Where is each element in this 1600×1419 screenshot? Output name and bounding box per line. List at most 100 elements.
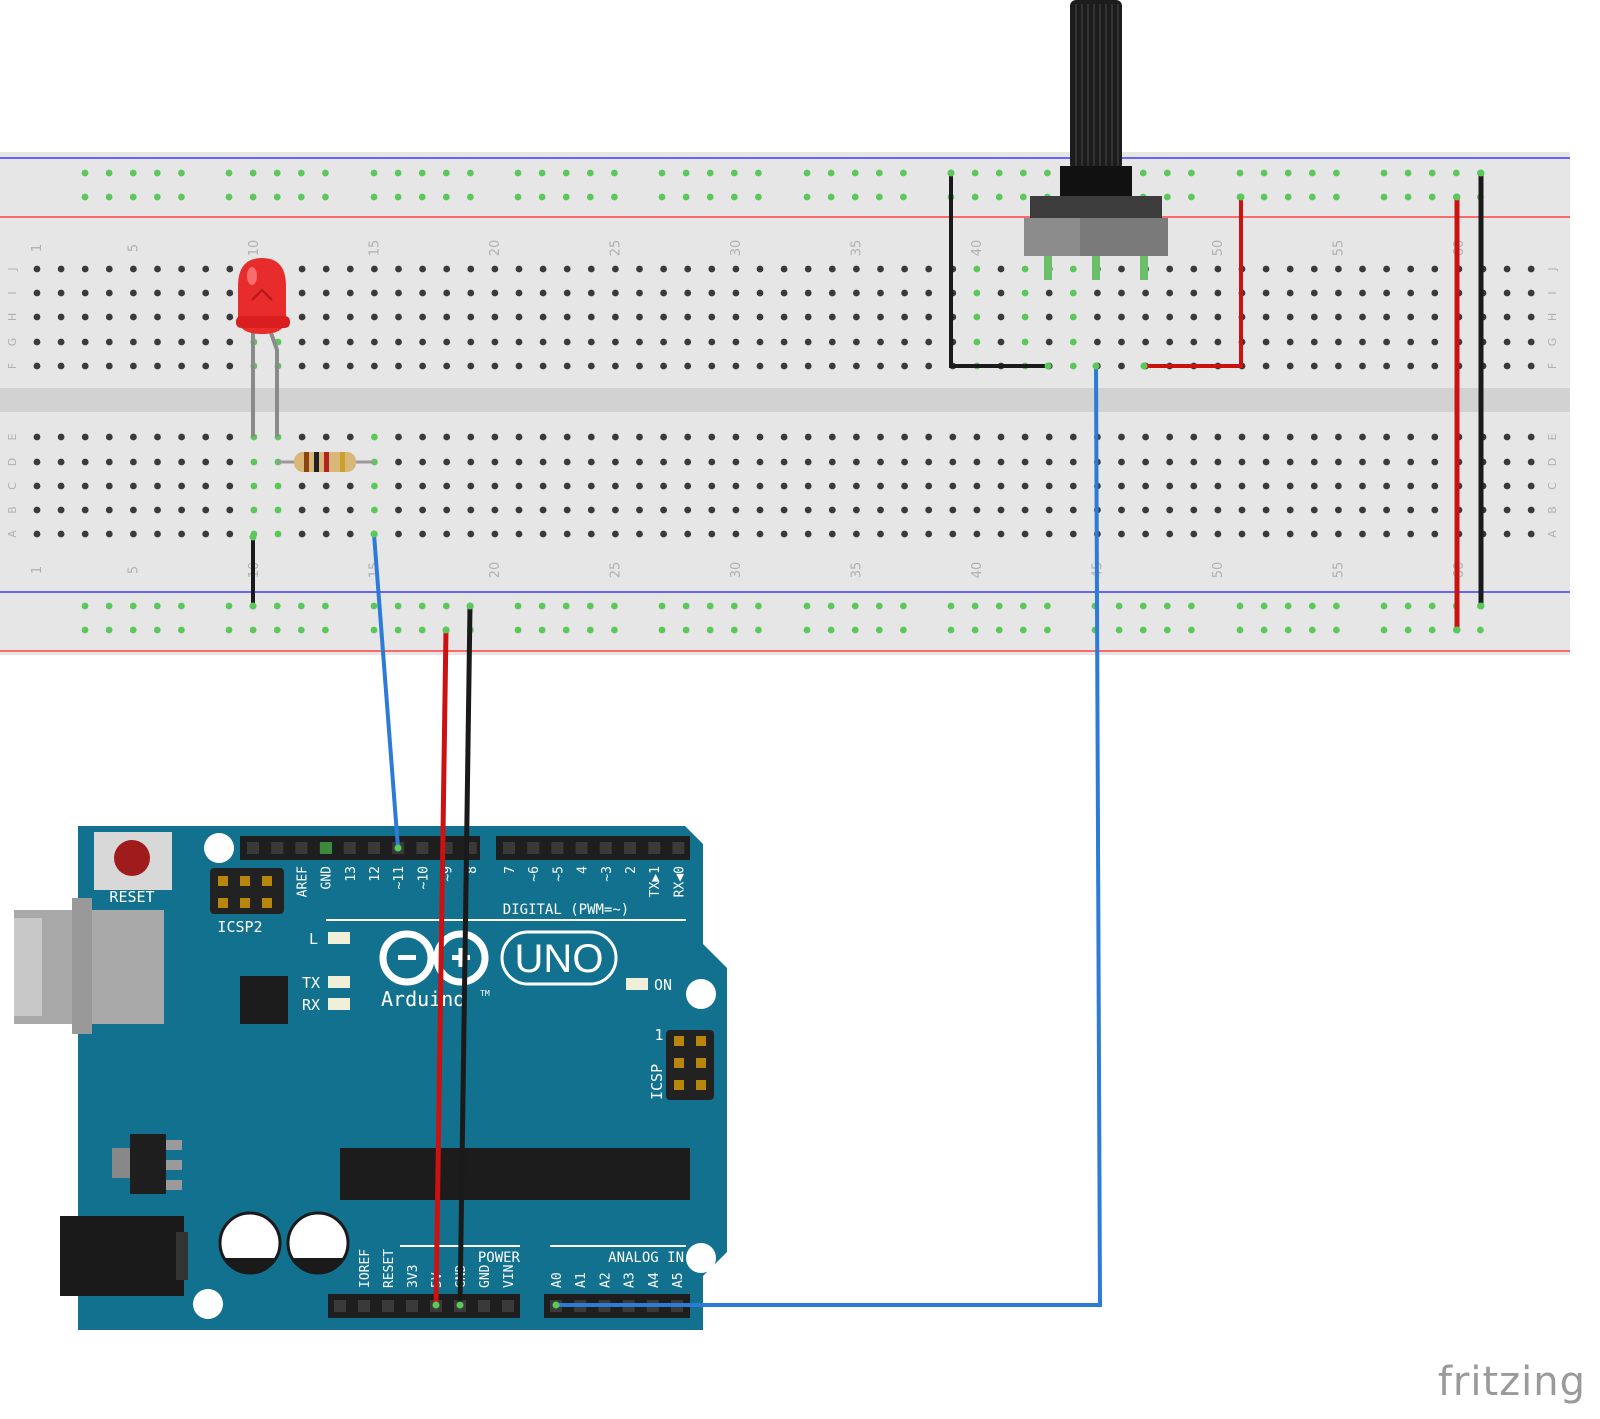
breadboard-hole [371,338,378,346]
wire-5v-to-rail [433,629,449,1306]
breadboard-hole [105,506,113,514]
breadboard-hole [1310,530,1318,538]
wire-endpoint [432,1301,440,1309]
breadboard-hole [828,530,836,538]
breadboard-hole [1407,482,1415,490]
power-rail-hole [1188,193,1195,201]
breadboard-hole [563,482,571,490]
breadboard-hole [828,433,836,441]
breadboard-hole [587,506,595,514]
breadboard-hole [1190,530,1198,538]
power-rail-hole [875,626,883,634]
breadboard-hole [105,433,113,441]
usb-connector-shell [72,898,92,1034]
power-rail-hole [971,193,979,201]
breadboard-hole [1503,433,1511,441]
breadboard-hole [1262,458,1270,466]
potentiometer[interactable] [1024,0,1168,280]
breadboard-hole [33,362,41,370]
wire-pin11-to-resistor [372,533,400,849]
breadboard-hole [1335,265,1342,273]
breadboard-hole [636,362,643,370]
breadboard-hole [1069,433,1077,441]
power-rail-hole [1163,193,1171,201]
breadboard-hole [395,289,402,297]
power-rail-hole [1139,626,1147,634]
breadboard-hole [804,362,812,370]
breadboard-hole [780,506,788,514]
pot-pin [1092,256,1100,280]
pot-body-face [1024,218,1080,256]
breadboard-hole [419,338,426,346]
header-socket [406,1300,418,1312]
icsp2-pin [262,898,272,908]
breadboard-hole [1407,313,1415,321]
power-rail-hole [851,169,859,177]
reset-button[interactable] [114,840,150,876]
breadboard-hole [371,433,378,441]
power-rail-hole [1333,602,1340,610]
pot-shaft[interactable] [1070,0,1122,170]
power-rail-hole [1188,169,1195,177]
breadboard-hole [1069,265,1077,273]
analog-pin-label: A3 [623,1272,638,1288]
power-rail-hole [322,193,329,201]
power-rail-hole [1284,169,1292,177]
breadboard-hole [1238,506,1246,514]
header-socket [247,842,259,854]
breadboard-hole [57,433,65,441]
power-rail-hole [81,626,89,634]
breadboard-hole [1407,506,1415,514]
breadboard-hole [684,506,692,514]
breadboard-hole [1045,313,1053,321]
power-rail-hole [1380,602,1388,610]
breadboard-hole [154,313,161,321]
header-socket [343,842,356,854]
row-letter: I [6,291,19,294]
breadboard-hole [1359,265,1366,273]
power-rail-hole [442,193,450,201]
power-rail-hole [1284,626,1292,634]
breadboard-hole [925,433,933,441]
breadboard-hole [491,338,499,346]
breadboard-hole [1383,433,1390,441]
breadboard-hole [708,530,716,538]
breadboard-hole [732,482,740,490]
column-number: 25 [608,240,623,257]
breadboard-hole [1262,530,1270,538]
power-rail-hole [394,602,402,610]
power-rail-hole [827,602,835,610]
breadboard-hole [226,458,234,466]
wire-pot-vcc [1144,197,1243,368]
power-rail-hole [971,602,979,610]
breadboard-hole [226,530,234,538]
breadboard-hole [660,458,667,466]
header-socket [575,842,588,854]
breadboard-hole [154,506,161,514]
breadboard-hole [346,530,354,538]
power-rail-hole [803,626,811,634]
breadboard-hole [154,433,161,441]
breadboard-hole [443,458,451,466]
breadboard-hole [1335,433,1342,441]
breadboard-hole [1431,458,1439,466]
breadboard-hole [612,265,619,273]
breadboard-hole [587,338,595,346]
breadboard-hole [81,458,89,466]
row-letter: E [1546,433,1559,440]
icsp-label: ICSP [648,1064,666,1100]
regulator-tab [112,1148,130,1178]
breadboard-hole [1262,289,1270,297]
breadboard-hole [202,313,210,321]
breadboard-hole [828,265,836,273]
breadboard-hole [997,530,1005,538]
breadboard-hole [1527,265,1535,273]
digital-pin-label: RX◀0 [672,866,687,897]
breadboard-hole [925,313,933,321]
breadboard-hole [1335,506,1342,514]
breadboard-hole [33,433,41,441]
breadboard-hole [1527,506,1535,514]
breadboard-hole [33,338,41,346]
breadboard-hole [660,338,667,346]
breadboard-hole [154,265,161,273]
